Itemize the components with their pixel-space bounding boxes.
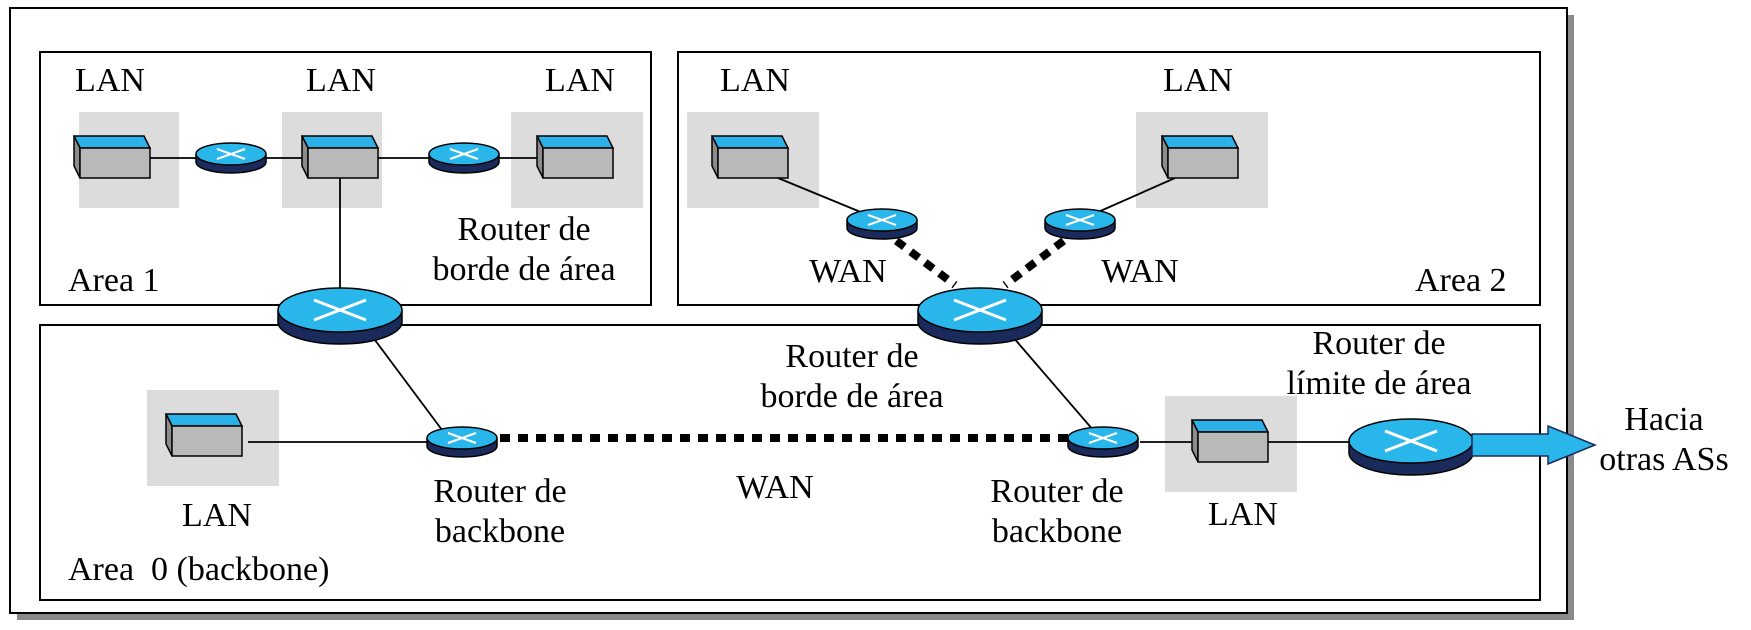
area-0-box	[39, 324, 1541, 601]
arrow-right-icon	[1471, 424, 1598, 466]
center-router-label-line2: borde de área	[760, 378, 943, 415]
router-icon	[195, 142, 267, 174]
backbone-router-left-line1: Router de	[433, 473, 566, 510]
wan-label: WAN	[1101, 253, 1178, 290]
router-icon	[1067, 426, 1139, 458]
router-icon	[1044, 208, 1116, 240]
as-boundary-router-label-line1: Router de	[1312, 325, 1445, 362]
area1-router-label-line2: borde de área	[432, 251, 615, 288]
external-label-line1: Hacia	[1624, 401, 1703, 438]
area-2-label: Area 2	[1415, 262, 1507, 299]
lan-device-area1-right	[536, 135, 614, 179]
lan-label: LAN	[1208, 496, 1278, 533]
area1-router-label-line1: Router de	[457, 211, 590, 248]
lan-label: LAN	[306, 62, 376, 99]
outer-frame	[9, 7, 1568, 614]
lan-device-area2-left	[711, 135, 789, 179]
area-0-label: Area 0 (backbone)	[68, 551, 329, 588]
lan-label: LAN	[182, 497, 252, 534]
wan-label: WAN	[809, 253, 886, 290]
lan-device-area0-right	[1191, 419, 1269, 463]
router-icon	[428, 142, 500, 174]
center-router-label-line1: Router de	[785, 338, 918, 375]
wan-label: WAN	[736, 469, 813, 506]
backbone-router-right-line2: backbone	[992, 513, 1122, 550]
router-icon	[426, 426, 498, 458]
as-boundary-router	[1347, 417, 1475, 477]
router-icon	[846, 208, 918, 240]
lan-device-area0-left	[165, 413, 243, 457]
lan-label: LAN	[1163, 62, 1233, 99]
wan-links	[500, 226, 1081, 442]
lan-label: LAN	[75, 62, 145, 99]
lan-label: LAN	[720, 62, 790, 99]
as-boundary-router-label-line2: límite de área	[1286, 365, 1471, 402]
external-label-line2: otras ASs	[1599, 441, 1728, 478]
lan-label: LAN	[545, 62, 615, 99]
lan-device-area1-left	[73, 135, 151, 179]
area-2-box	[677, 51, 1541, 306]
lan-device-area2-right	[1161, 135, 1239, 179]
backbone-router-left-line2: backbone	[435, 513, 565, 550]
backbone-router-right-line1: Router de	[990, 473, 1123, 510]
area-border-router-area2	[916, 286, 1044, 346]
area-border-router-area1	[276, 286, 404, 346]
lan-device-area1-center	[301, 135, 379, 179]
area-1-label: Area 1	[68, 262, 160, 299]
